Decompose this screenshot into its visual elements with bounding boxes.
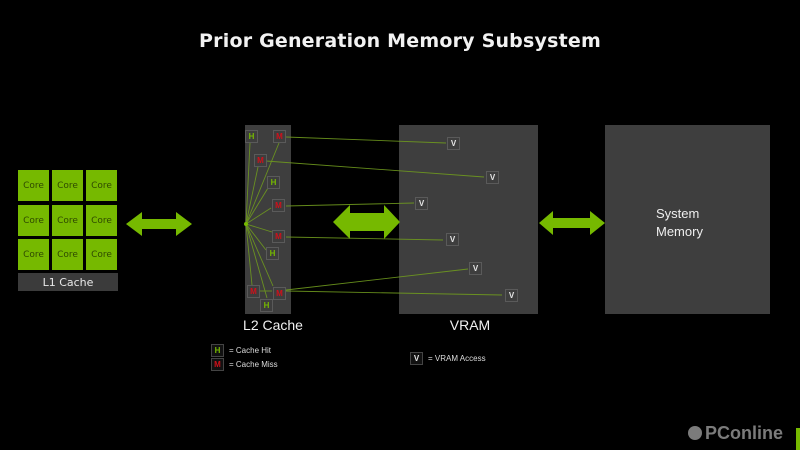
connector-line	[245, 223, 268, 299]
legend-hit: H = Cache Hit	[211, 344, 271, 357]
cache-hit-tag: H	[211, 344, 224, 357]
vram-access-tag: V	[446, 233, 459, 246]
core: Core	[18, 239, 49, 270]
double-arrow-icon	[539, 211, 605, 235]
legend-vram: V = VRAM Access	[410, 352, 486, 365]
vram-access-tag: V	[469, 262, 482, 275]
core: Core	[52, 239, 83, 270]
connector-line	[245, 207, 272, 225]
core: Core	[18, 170, 49, 201]
cache-miss-tag: M	[272, 230, 285, 243]
connector-line	[245, 223, 273, 233]
vram-access-tag: V	[410, 352, 423, 365]
connector-line	[245, 187, 269, 225]
connector-line	[245, 166, 259, 225]
vram-access-tag: V	[505, 289, 518, 302]
cache-miss-tag: M	[273, 130, 286, 143]
cache-hit-tag: H	[245, 130, 258, 143]
watermark: PConline	[688, 423, 783, 444]
core: Core	[86, 239, 117, 270]
system-memory-line2: Memory	[656, 224, 703, 239]
connector-line	[285, 202, 415, 207]
vram-access-tag: V	[447, 137, 460, 150]
core: Core	[86, 170, 117, 201]
cache-miss-tag: M	[272, 199, 285, 212]
core: Core	[52, 205, 83, 236]
core: Core	[86, 205, 117, 236]
connector-line	[245, 223, 274, 287]
nvidia-accent-bar	[796, 428, 800, 450]
connector-line	[245, 142, 251, 225]
vram-access-tag: V	[486, 171, 499, 184]
connector-line	[285, 236, 444, 241]
connector-line	[265, 160, 485, 178]
connector-line	[245, 223, 253, 286]
vram-label: VRAM	[449, 317, 491, 333]
core: Core	[18, 205, 49, 236]
connector-line	[245, 142, 280, 225]
legend-vram-text: = VRAM Access	[428, 354, 486, 363]
diagram-title: Prior Generation Memory Subsystem	[199, 30, 601, 52]
connector-line	[285, 136, 447, 144]
legend-miss: M = Cache Miss	[211, 358, 278, 371]
connector-line	[285, 268, 469, 291]
cache-hit-tag: H	[266, 247, 279, 260]
system-memory-label: System Memory	[656, 205, 703, 241]
l1-cache-label: L1 Cache	[18, 273, 118, 291]
cache-hit-tag: H	[260, 299, 273, 312]
system-memory-line1: System	[656, 206, 700, 221]
l2-cache-label: L2 Cache	[243, 317, 303, 333]
legend-miss-text: = Cache Miss	[229, 360, 278, 369]
connector-line	[285, 290, 503, 296]
cache-miss-tag: M	[247, 285, 260, 298]
legend-hit-text: = Cache Hit	[229, 346, 272, 355]
double-arrow-icon	[333, 205, 400, 239]
double-arrow-icon	[126, 212, 192, 236]
core: Core	[52, 170, 83, 201]
cache-miss-tag: M	[254, 154, 267, 167]
pconline-logo-icon	[688, 426, 702, 440]
cache-hit-tag: H	[267, 176, 280, 189]
connector-line	[245, 223, 267, 251]
vram-block	[399, 125, 538, 314]
cache-miss-tag: M	[211, 358, 224, 371]
vram-access-tag: V	[415, 197, 428, 210]
system-memory-block	[605, 125, 770, 314]
cache-miss-tag: M	[273, 287, 286, 300]
origin-dot	[244, 222, 248, 226]
watermark-text: PConline	[705, 423, 784, 443]
